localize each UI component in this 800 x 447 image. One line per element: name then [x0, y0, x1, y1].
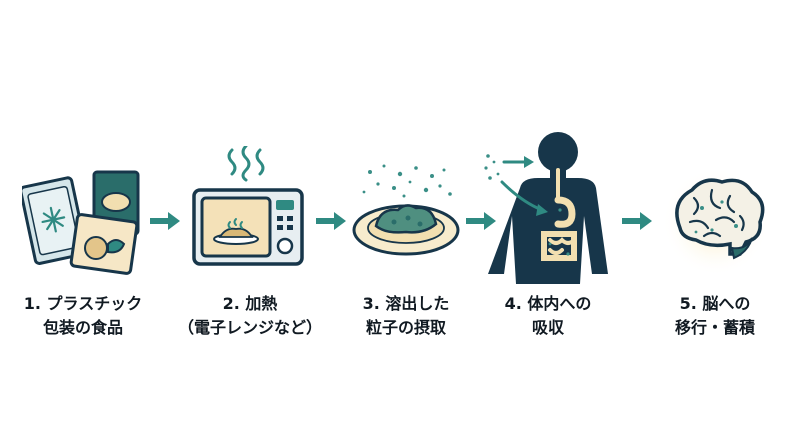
step-3-subtitle: 粒子の摂取 [365, 318, 446, 337]
microwave-icon [192, 146, 304, 266]
step-4-subtitle: 吸収 [531, 318, 564, 337]
arrow-right-icon [622, 212, 652, 230]
step-5-caption: 5. 脳への 移行・蓄積 [640, 292, 790, 340]
step-2-caption: 2. 加熱 （電子レンジなど） [175, 292, 325, 340]
food-plate-particles-icon [352, 164, 460, 256]
step-1-caption: 1. プラスチック 包装の食品 [8, 292, 158, 340]
human-body-digestive-icon [484, 132, 608, 284]
plastic-packaged-food-icon [22, 170, 140, 275]
step-2-title: 2. 加熱 [222, 294, 278, 313]
step-3-caption: 3. 溶出した 粒子の摂取 [331, 292, 481, 340]
step-4-caption: 4. 体内への 吸収 [473, 292, 623, 340]
step-5-title: 5. 脳への [679, 294, 751, 313]
brain-icon [662, 170, 770, 276]
step-3-title: 3. 溶出した [362, 294, 450, 313]
step-2-subtitle: （電子レンジなど） [177, 318, 322, 337]
step-5-subtitle: 移行・蓄積 [674, 318, 755, 337]
arrow-right-icon [316, 212, 346, 230]
step-4-title: 4. 体内への [504, 294, 592, 313]
step-1-title: 1. プラスチック [23, 294, 143, 313]
arrow-right-icon [150, 212, 180, 230]
step-1-subtitle: 包装の食品 [42, 318, 123, 337]
arrow-right-icon [466, 212, 496, 230]
